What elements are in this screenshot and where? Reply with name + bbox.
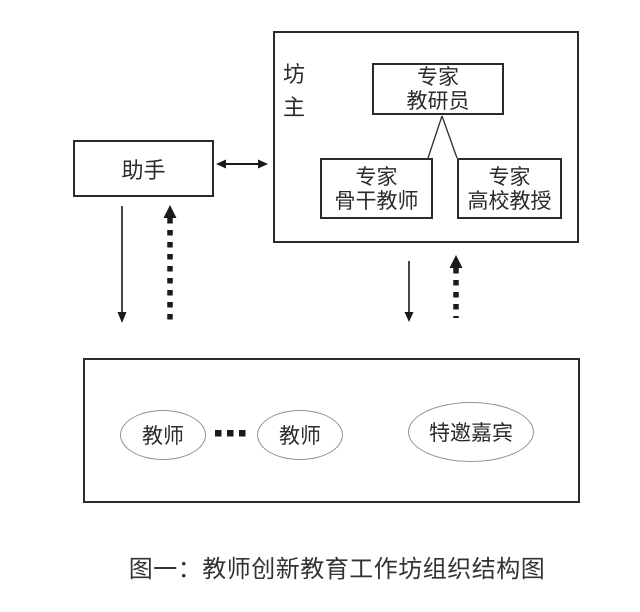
expert-backbone-line2: 骨干教师 (334, 188, 419, 213)
ellipsis-dots (215, 430, 246, 437)
assistant-leader-double-arrow (216, 159, 268, 169)
teacher-left-label: 教师 (142, 424, 184, 448)
expert-professor-line1: 专家 (488, 164, 531, 189)
researcher-professor-line (441, 115, 458, 159)
figure-caption: 图一：教师创新教育工作坊组织结构图 (128, 555, 546, 583)
expert-backbone-box: 专家 骨干教师 (320, 158, 433, 219)
assistant-box: 助手 (73, 140, 214, 197)
expert-professor-line2: 高校教授 (467, 188, 552, 213)
special-guest-ellipse: 特邀嘉宾 (408, 402, 534, 462)
teacher-right-label: 教师 (279, 424, 321, 448)
participants-up-dashed-arrow-right (449, 255, 463, 318)
workshop-leader-box (273, 31, 579, 243)
participants-up-dashed-arrow-left (163, 205, 177, 322)
assistant-label: 助手 (121, 158, 166, 184)
leader-down-arrow (404, 261, 414, 322)
researcher-backbone-line (427, 115, 443, 159)
assistant-down-arrow (117, 206, 127, 323)
expert-backbone-line1: 专家 (355, 164, 398, 189)
teacher-ellipse-right: 教师 (257, 410, 343, 460)
expert-researcher-line1: 专家 (417, 65, 459, 89)
teacher-ellipse-left: 教师 (120, 410, 206, 460)
expert-researcher-box: 专家 教研员 (372, 63, 504, 115)
expert-professor-box: 专家 高校教授 (457, 158, 562, 219)
workshop-leader-label: 坊主 (282, 63, 305, 121)
expert-researcher-line2: 教研员 (406, 89, 470, 113)
special-guest-label: 特邀嘉宾 (429, 421, 513, 445)
participants-box (83, 358, 580, 503)
